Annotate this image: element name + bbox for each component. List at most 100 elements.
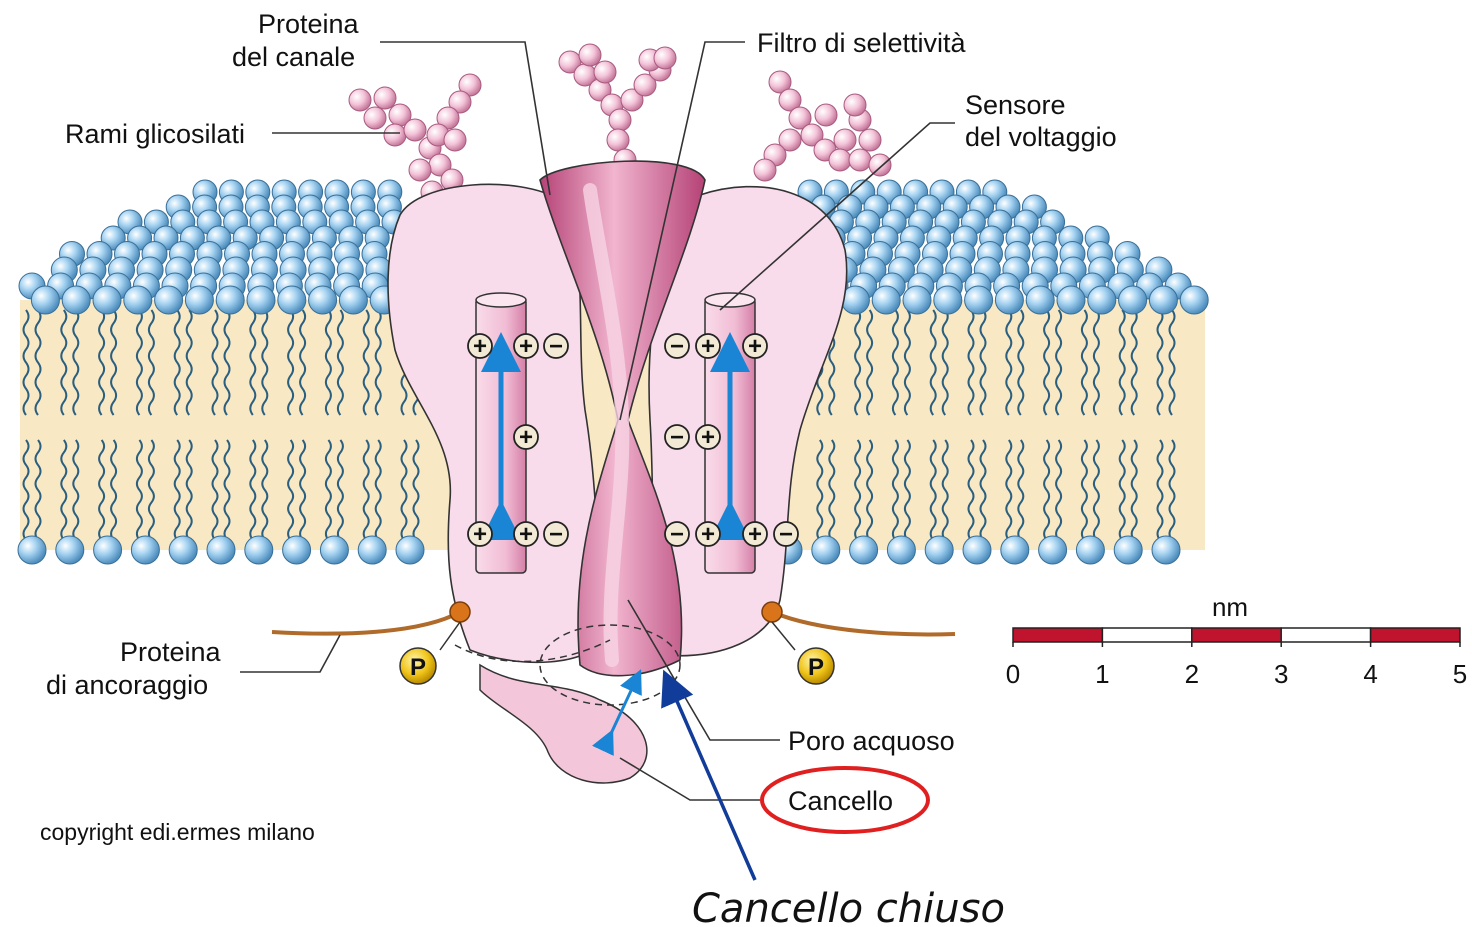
lipid-head [18,536,46,564]
lipid-head [94,536,122,564]
svg-text:+: + [701,333,715,360]
scale-segments [1013,628,1460,642]
label-proteina-canale-l2: del canale [232,42,355,72]
sugar-unit [607,129,629,151]
scale-tick-labels: 0 1 2 3 4 5 [1006,642,1467,689]
sugar-unit [374,87,396,109]
sugar-unit [444,129,466,151]
lipid-head [216,286,244,314]
anchoring-protein-right: P [762,602,955,684]
lipid-head [56,536,84,564]
lipid-head [1114,536,1142,564]
sugar-unit [384,124,406,146]
label-ancoraggio-l1: Proteina [120,637,222,667]
lipid-head [309,286,337,314]
lipid-head [872,286,900,314]
sugar-unit [364,107,386,129]
sugar-unit [579,44,601,66]
label-poro-acquoso: Poro acquoso [788,726,955,756]
leader-ancoraggio [240,635,340,672]
lipid-head [124,286,152,314]
sugar-unit [404,119,426,141]
lipid-head [283,536,311,564]
sugar-unit [654,47,676,69]
svg-text:−: − [670,424,684,451]
scale-tick-label: 2 [1185,659,1199,689]
sugar-unit [849,149,871,171]
scale-tick-label: 1 [1095,659,1109,689]
sugar-unit [594,61,616,83]
lipid-head [396,536,424,564]
scale-tick-label: 0 [1006,659,1020,689]
label-cancello-chiuso: Cancello chiuso [692,886,1005,927]
lipid-head [1088,286,1116,314]
lipid-head [1026,286,1054,314]
sugar-unit [869,154,891,176]
svg-text:−: − [779,521,793,548]
label-cancello: Cancello [788,786,893,816]
lipid-head [925,536,953,564]
lipid-head [1119,286,1147,314]
sugar-unit [829,149,851,171]
lipid-head [1057,286,1085,314]
scale-tick-label: 5 [1453,659,1467,689]
label-proteina-canale-l1: Proteina [258,9,360,39]
lipid-head [995,286,1023,314]
gate-blob [480,665,647,783]
lipid-head [185,286,213,314]
svg-text:−: − [549,521,563,548]
lipid-head [320,536,348,564]
phosphate-right-label: P [808,654,824,681]
label-sensore-l2: del voltaggio [965,122,1117,152]
lipid-head [31,286,59,314]
lipid-head [62,286,90,314]
sugar-unit [859,129,881,151]
lipid-head [169,536,197,564]
scale-bar: nm 0 1 2 3 4 5 [1006,592,1467,689]
label-sensore-l1: Sensore [965,90,1066,120]
scale-tick-label: 4 [1363,659,1377,689]
lipid-head [207,536,235,564]
lipid-head [812,536,840,564]
svg-text:−: − [670,521,684,548]
lipid-head [1001,536,1029,564]
sugar-unit [834,129,856,151]
lipid-head [131,536,159,564]
scale-segment [1192,628,1281,642]
svg-text:+: + [748,333,762,360]
scale-tick-label: 3 [1274,659,1288,689]
lipid-head [850,536,878,564]
lipid-head [93,286,121,314]
lipid-head [278,286,306,314]
scale-segment [1281,628,1370,642]
lipid-head [1076,536,1104,564]
svg-text:+: + [748,521,762,548]
sugar-unit [349,89,371,111]
sugar-unit [815,104,837,126]
lipid-head [1180,286,1208,314]
lipid-head [339,286,367,314]
lipid-head [358,536,386,564]
scale-unit: nm [1212,592,1248,622]
sugar-unit [754,159,776,181]
scale-segment [1371,628,1460,642]
svg-text:+: + [701,424,715,451]
sugar-unit [409,159,431,181]
label-filtro-selettivita: Filtro di selettività [757,28,967,58]
lipid-head [245,536,273,564]
lipid-head [1039,536,1067,564]
cancello-chiuso-arrow [666,676,755,880]
lipid-head [965,286,993,314]
phosphate-left-label: P [410,654,426,681]
svg-text:+: + [473,333,487,360]
lipid-head [963,536,991,564]
channel-protein: ++−+++−−++−+−++− [388,161,847,783]
lipid-head [903,286,931,314]
svg-text:+: + [473,521,487,548]
scale-segment [1013,628,1102,642]
lipid-head [934,286,962,314]
svg-text:−: − [549,333,563,360]
svg-text:−: − [670,333,684,360]
copyright-text: copyright edi.ermes milano [40,819,315,845]
